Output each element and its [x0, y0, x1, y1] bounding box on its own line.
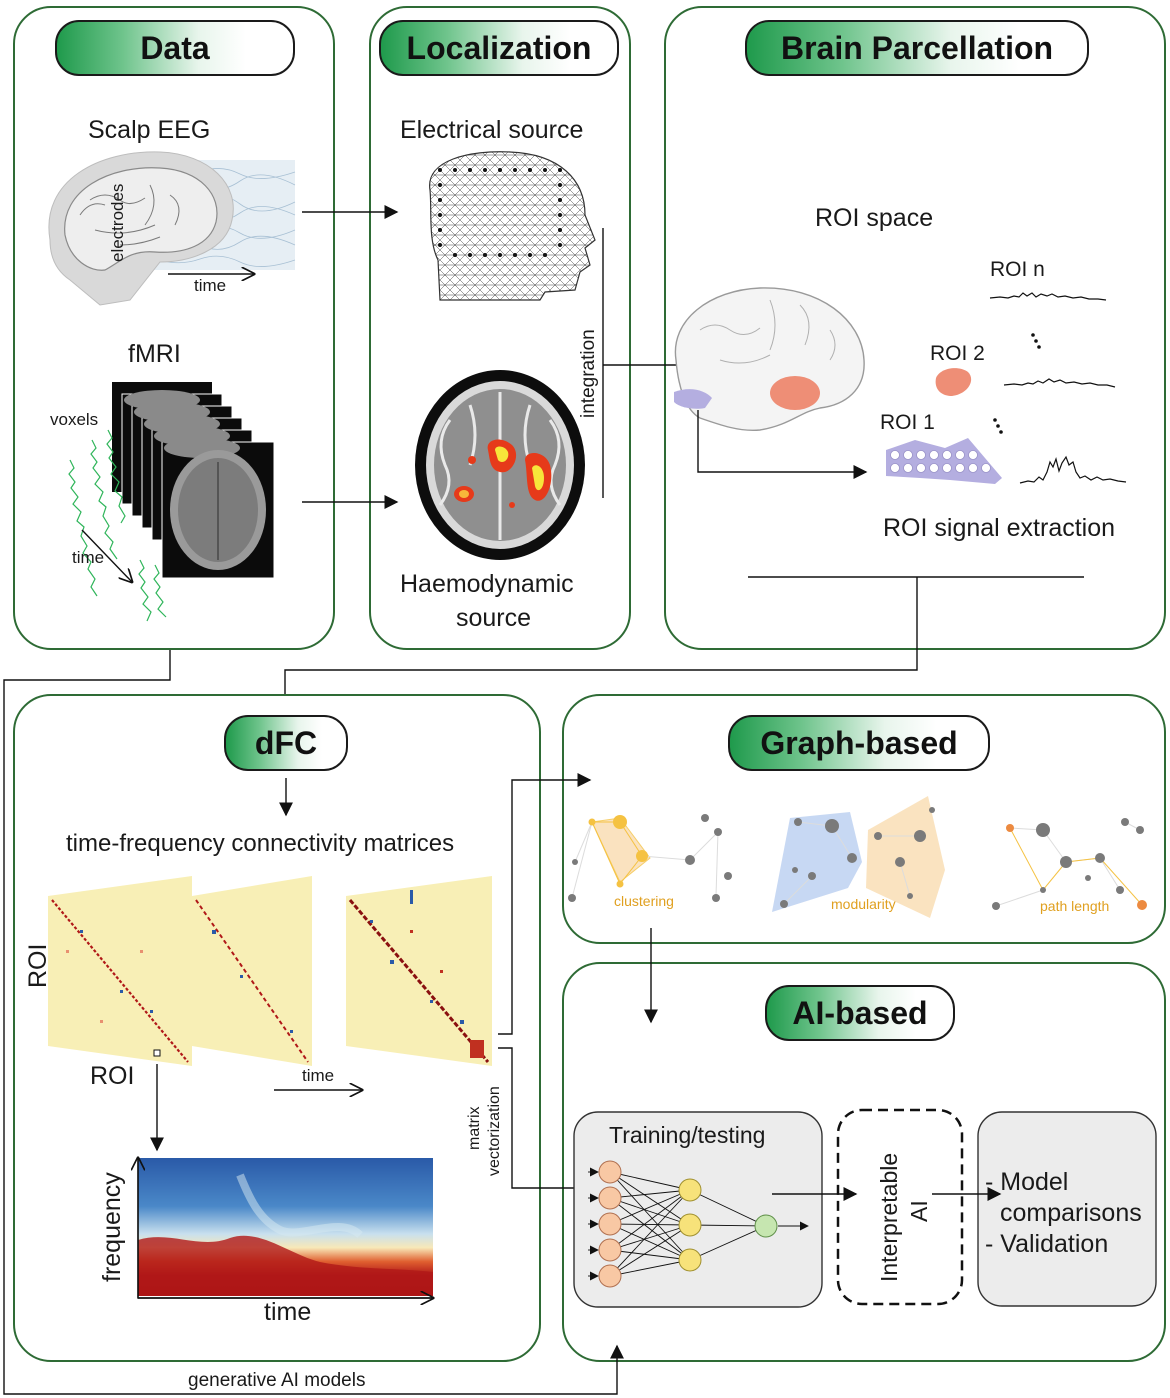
- electrodes-label: electrodes: [108, 183, 127, 262]
- matrices-label: time-frequency connectivity matrices: [66, 830, 455, 857]
- neural-network: [588, 1160, 809, 1288]
- voxel-timeseries: [68, 429, 167, 622]
- interpretable-box: [836, 1108, 964, 1306]
- spectrogram: [138, 1158, 433, 1296]
- path-length-label: path length: [1040, 898, 1110, 914]
- generative-ai-label: generative AI models: [186, 1370, 368, 1392]
- dfc-title: dFC: [224, 715, 348, 771]
- interpretable-label-line2: AI: [906, 1200, 932, 1222]
- parcellation-title: Brain Parcellation: [745, 20, 1089, 76]
- outcome-label-line1: - Model: [985, 1168, 1069, 1196]
- clustering-label: clustering: [614, 893, 674, 909]
- haemodynamic-label-line2: source: [456, 604, 532, 632]
- eeg-time-label: time: [194, 276, 227, 295]
- roi-1-shape: [886, 438, 1002, 484]
- roi-n-label: ROI n: [990, 258, 1045, 281]
- connectivity-matrix-2: [192, 876, 312, 1066]
- training-label: Training/testing: [609, 1122, 766, 1148]
- fmri-activation-image: [415, 370, 585, 560]
- vectorization-label-line1: matrix: [466, 1106, 483, 1150]
- outcome-label-line3: - Validation: [985, 1230, 1109, 1258]
- spectrogram-time-label: time: [264, 1298, 312, 1326]
- graph-clustering: [568, 814, 732, 902]
- roi-y-label: ROI: [24, 943, 52, 988]
- roi-2-shape: [935, 368, 972, 396]
- graph-modularity: [772, 796, 945, 918]
- fmri-slices-image: [112, 382, 275, 579]
- connectivity-matrix-3: [346, 876, 492, 1066]
- connectivity-matrix-1: [48, 876, 192, 1066]
- frequency-label: frequency: [98, 1172, 126, 1282]
- roi-extraction-label: ROI signal extraction: [883, 514, 1116, 542]
- matrices-time-label: time: [302, 1066, 335, 1085]
- ai-title: AI-based: [765, 985, 955, 1041]
- roi-1-label: ROI 1: [880, 411, 935, 434]
- modularity-label: modularity: [831, 896, 896, 912]
- electrical-source-label: Electrical source: [400, 116, 584, 144]
- vectorization-label-line2: vectorization: [486, 1086, 503, 1176]
- fmri-time-label: time: [72, 548, 105, 567]
- roi-2-label: ROI 2: [930, 342, 985, 365]
- integration-label: integration: [578, 329, 599, 418]
- scalp-eeg-label: Scalp EEG: [88, 116, 211, 144]
- graph-path-length: [992, 818, 1147, 910]
- head-mesh-image: [429, 151, 596, 301]
- training-box: [573, 1111, 823, 1308]
- parcellation-brain-image: [674, 287, 865, 432]
- roi-space-label: ROI space: [815, 204, 934, 232]
- fmri-label: fMRI: [128, 340, 181, 368]
- roi-x-label: ROI: [90, 1062, 135, 1090]
- localization-title: Localization: [379, 20, 619, 76]
- data-title: Data: [55, 20, 295, 76]
- outcome-box: [977, 1111, 1157, 1307]
- voxels-label: voxels: [50, 410, 99, 429]
- graph-title: Graph-based: [728, 715, 990, 771]
- haemodynamic-label-line1: Haemodynamic: [400, 570, 574, 598]
- outcome-label-line2: comparisons: [1000, 1199, 1142, 1227]
- eeg-brain-image: [48, 151, 296, 306]
- interpretable-label-line1: Interpretable: [876, 1152, 902, 1282]
- roi-signals: [989, 292, 1127, 484]
